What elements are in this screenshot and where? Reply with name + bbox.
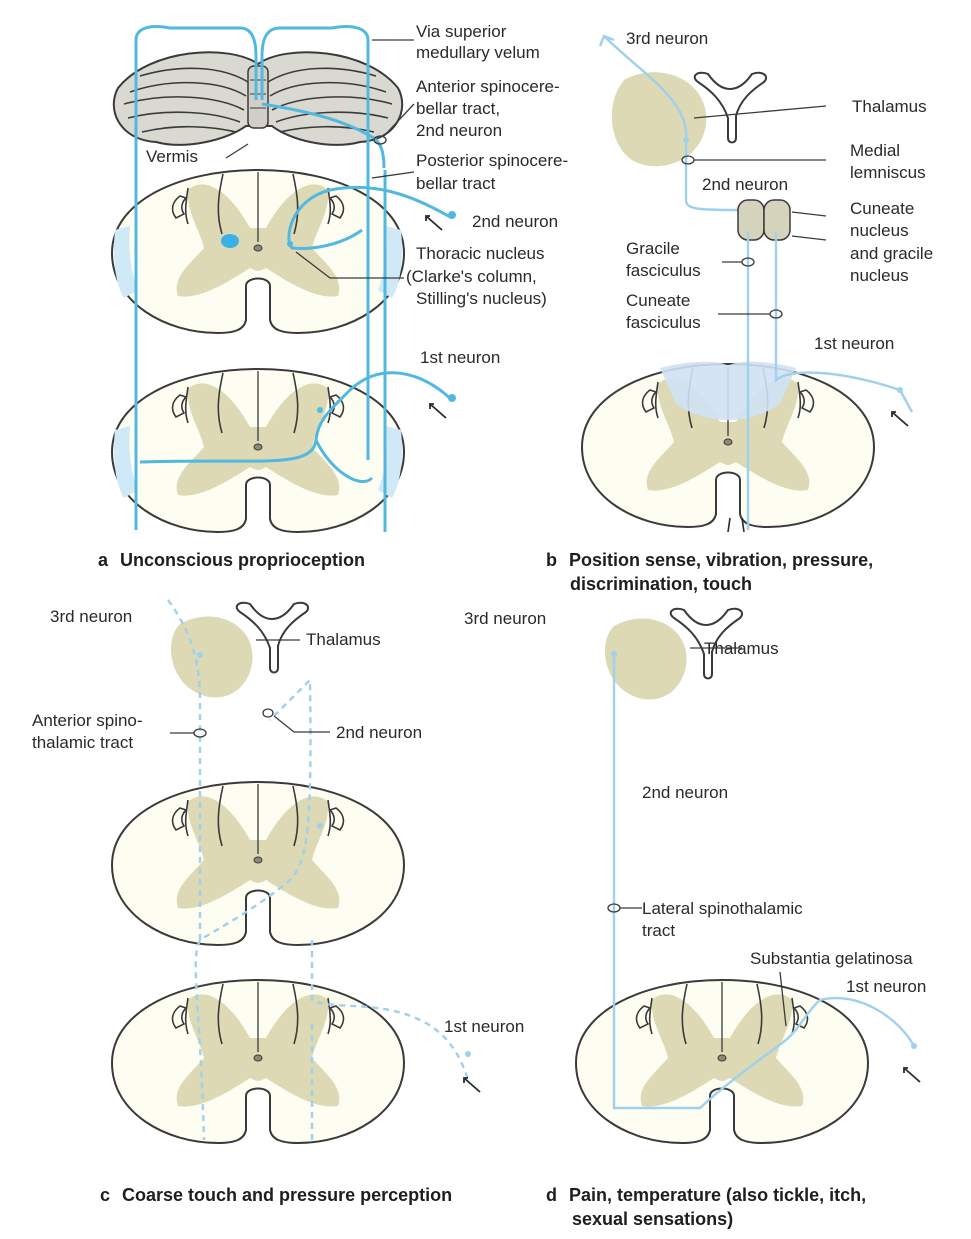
caption-b-text-1: Position sense, vibration, pressure, — [569, 550, 873, 570]
caption-d-text-2: sexual sensations) — [572, 1208, 733, 1231]
panel-c-artwork — [112, 600, 480, 1143]
caption-d-letter: d — [546, 1184, 557, 1207]
label-thoracic-nucleus-line2: (Clarke's column, — [406, 266, 537, 288]
label-via-superior-line2: medullary velum — [416, 42, 540, 64]
label-posterior-spinocerebellar-line2: bellar tract — [416, 173, 495, 195]
label-b-thalamus: Thalamus — [852, 96, 927, 118]
caption-a-letter: a — [98, 549, 108, 572]
label-cuneate-fasciculus-line1: Cuneate — [626, 290, 690, 312]
brainstem-nuclei — [738, 200, 790, 240]
label-d-first-neuron: 1st neuron — [846, 976, 926, 998]
caption-a-text: Unconscious proprioception — [120, 550, 365, 570]
label-posterior-spinocerebellar-line1: Posterior spinocere- — [416, 150, 568, 172]
label-medial-lemniscus-line2: lemniscus — [850, 162, 926, 184]
label-medial-lemniscus-line1: Medial — [850, 140, 900, 162]
label-b-third-neuron: 3rd neuron — [626, 28, 708, 50]
label-lateral-spinothalamic-line1: Lateral spinothalamic — [642, 898, 803, 920]
caption-c-letter: c — [100, 1184, 110, 1207]
label-c-third-neuron: 3rd neuron — [50, 606, 132, 628]
label-via-superior-line1: Via superior — [416, 21, 506, 43]
label-cuneate-fasciculus-line2: fasciculus — [626, 312, 701, 334]
caption-c-text: Coarse touch and pressure perception — [122, 1185, 452, 1205]
label-cuneate-nucleus-line2: nucleus — [850, 220, 909, 242]
label-cuneate-nucleus-line3: and gracile — [850, 243, 933, 265]
caption-a: a Unconscious proprioception — [98, 549, 365, 572]
label-b-first-neuron: 1st neuron — [814, 333, 894, 355]
caption-b-letter: b — [546, 549, 557, 572]
caption-d-line1: d Pain, temperature (also tickle, itch, — [546, 1184, 866, 1207]
label-anterior-spinothalamic-line2: thalamic tract — [32, 732, 133, 754]
label-anterior-spinocerebellar-line1: Anterior spinocere- — [416, 76, 560, 98]
label-thoracic-nucleus-line1: Thoracic nucleus — [416, 243, 545, 265]
label-b-second-neuron: 2nd neuron — [702, 174, 788, 196]
caption-c: c Coarse touch and pressure perception — [100, 1184, 452, 1207]
label-c-second-neuron: 2nd neuron — [336, 722, 422, 744]
caption-d-text-1: Pain, temperature (also tickle, itch, — [569, 1185, 866, 1205]
panel-d-artwork — [576, 609, 920, 1143]
label-anterior-spinocerebellar-line2: bellar tract, — [416, 98, 500, 120]
caption-b-text-2: discrimination, touch — [570, 573, 752, 596]
caption-b-line1: b Position sense, vibration, pressure, — [546, 549, 873, 572]
label-lateral-spinothalamic-line2: tract — [642, 920, 675, 942]
label-d-thalamus: Thalamus — [704, 638, 779, 660]
label-anterior-spinocerebellar-line3: 2nd neuron — [416, 120, 502, 142]
label-gracile-fasciculus-line2: fasciculus — [626, 260, 701, 282]
label-thoracic-nucleus-line3: Stilling's nucleus) — [416, 288, 547, 310]
label-c-thalamus: Thalamus — [306, 629, 381, 651]
label-a-second-neuron: 2nd neuron — [472, 211, 558, 233]
label-d-third-neuron: 3rd neuron — [464, 608, 546, 630]
panel-a-artwork — [112, 27, 456, 533]
label-cuneate-nucleus-line1: Cuneate — [850, 198, 914, 220]
label-vermis: Vermis — [146, 146, 198, 168]
label-c-first-neuron: 1st neuron — [444, 1016, 524, 1038]
label-anterior-spinothalamic-line1: Anterior spino- — [32, 710, 143, 732]
label-gracile-fasciculus-line1: Gracile — [626, 238, 680, 260]
label-d-second-neuron: 2nd neuron — [642, 782, 728, 804]
label-a-first-neuron: 1st neuron — [420, 347, 500, 369]
label-substantia-gelatinosa: Substantia gelatinosa — [750, 948, 913, 970]
label-cuneate-nucleus-line4: nucleus — [850, 265, 909, 287]
